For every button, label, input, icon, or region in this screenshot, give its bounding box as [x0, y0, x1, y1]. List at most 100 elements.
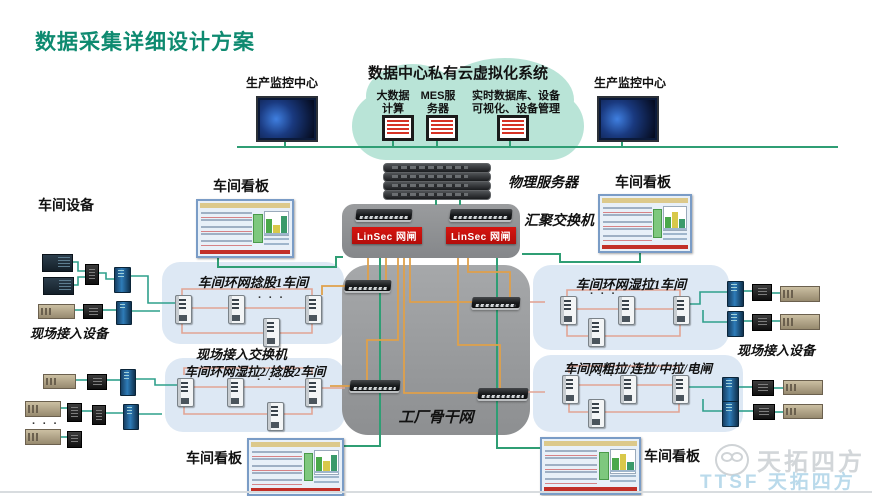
- watermark-subbrand: TTSF 天拓四方: [700, 472, 856, 493]
- watermark-brand: 天拓四方: [757, 449, 865, 476]
- ring-right-1-title: 车间环网湿拉1车间: [575, 277, 687, 292]
- orange-backbone-lines: [321, 258, 511, 394]
- physical-server-icon: [383, 190, 491, 200]
- media-converter-icon: [92, 405, 106, 425]
- backbone-switch-icon: [477, 388, 529, 399]
- kanban-status-bar: [653, 209, 663, 238]
- kanban-status-bar: [303, 453, 314, 481]
- aggregation-switch-label: 汇聚交换机: [524, 214, 594, 229]
- kanban-rows: [201, 212, 252, 247]
- kanban-dashboard-top-left: [196, 199, 294, 258]
- plc-device-icon: [43, 277, 74, 295]
- din-switch-icon: [620, 375, 637, 404]
- kanban-rows: [252, 451, 303, 485]
- media-converter-icon: [752, 314, 772, 331]
- media-converter-icon: [67, 403, 82, 422]
- ellipsis-ring: · · ·: [590, 288, 618, 300]
- kanban-bar-chart: [263, 211, 289, 237]
- kanban-footer: [200, 250, 290, 254]
- fiber-switch-icon: [120, 369, 136, 396]
- kanban-top-right-label: 车间看板: [615, 174, 671, 190]
- workshop-equipment-label: 车间设备: [38, 197, 94, 213]
- kanban-header: [544, 441, 637, 446]
- ellipsis-ring: · · ·: [257, 374, 285, 386]
- aggregation-switch-icon: [449, 209, 513, 220]
- kanban-dashboard-bottom-left: [247, 438, 344, 496]
- private-cloud-shape: [352, 58, 584, 160]
- monitor-screen-right: [597, 96, 659, 142]
- factory-backbone-box: [342, 265, 530, 435]
- din-switch-icon: [227, 378, 244, 407]
- kanban-bar-chart: [609, 449, 636, 474]
- linsec-gateway-left: LinSec 网闸: [352, 227, 422, 244]
- teal-device-lines: [59, 261, 783, 438]
- din-switch-icon: [263, 318, 280, 347]
- field-devices-left-label: 现场接入设备: [30, 326, 109, 341]
- bottom-divider: [0, 491, 872, 493]
- backbone-switch-icon: [349, 380, 401, 391]
- din-switch-icon: [177, 378, 194, 407]
- cloud-item-bigdata: 大数据计算: [376, 90, 410, 115]
- media-converter-icon: [67, 431, 82, 448]
- plc-device-icon: [783, 404, 823, 419]
- kanban-status-bar: [253, 214, 263, 243]
- ellipsis-ring: · · ·: [588, 370, 616, 382]
- din-switch-icon: [560, 296, 577, 325]
- plc-device-icon: [25, 401, 61, 417]
- fiber-switch-icon: [722, 401, 739, 427]
- media-converter-icon: [87, 374, 107, 390]
- ellipsis-ring: · · ·: [258, 292, 286, 304]
- din-switch-icon: [228, 295, 245, 324]
- plc-device-icon: [42, 254, 73, 272]
- din-switch-icon: [588, 399, 605, 428]
- ring-right-2-title: 车间网粗拉/连拉/中拉/电闸: [564, 362, 712, 376]
- din-switch-icon: [175, 295, 192, 324]
- kanban-bottom-left-label: 车间看板: [186, 450, 242, 466]
- din-switch-icon: [305, 378, 322, 407]
- plc-device-icon: [38, 304, 75, 319]
- cloud-server-icon: [426, 115, 458, 141]
- kanban-bar-chart: [662, 206, 687, 232]
- din-switch-icon: [562, 375, 579, 404]
- field-devices-right-label: 现场接入设备: [737, 343, 816, 358]
- plc-device-icon: [25, 429, 61, 445]
- kanban-dashboard-top-right: [598, 194, 692, 253]
- kanban-bottom-right-label: 车间看板: [644, 448, 700, 464]
- plc-device-icon: [783, 380, 823, 395]
- kanban-legend: [662, 227, 687, 242]
- kanban-rows: [545, 450, 598, 484]
- kanban-rows: [603, 207, 652, 242]
- kanban-header: [602, 198, 688, 203]
- media-converter-icon: [752, 380, 774, 396]
- kanban-status-bar: [599, 452, 609, 480]
- kanban-footer: [251, 488, 340, 492]
- cloud-header: 数据中心私有云虚拟化系统: [368, 65, 549, 82]
- monitor-screen-left: [256, 96, 318, 142]
- ring-left-2-title: 车间环网湿拉2/捻股2车间: [184, 365, 326, 379]
- plc-device-icon: [780, 314, 820, 330]
- kanban-legend: [263, 232, 289, 247]
- din-switch-icon: [267, 402, 284, 431]
- din-switch-icon: [618, 296, 635, 325]
- kanban-header: [200, 203, 290, 208]
- plc-device-icon: [780, 286, 820, 302]
- plc-device-icon: [43, 374, 76, 389]
- ellipsis-devices: · · ·: [32, 418, 60, 430]
- field-access-switch-label: 现场接入交换机: [196, 347, 288, 362]
- cloud-item-rtdb: 实时数据库、设备可视化、设备管理: [472, 90, 560, 115]
- kanban-footer: [602, 245, 688, 249]
- din-switch-icon: [672, 375, 689, 404]
- din-switch-icon: [588, 318, 605, 347]
- kanban-legend: [609, 469, 636, 484]
- fiber-switch-icon: [123, 404, 139, 430]
- aggregation-switch-icon: [355, 209, 413, 220]
- ring-left-1-title: 车间环网捻股1车间: [197, 275, 309, 290]
- cloud-server-icon: [497, 115, 529, 141]
- production-monitor-left-label: 生产监控中心: [246, 76, 319, 90]
- fiber-switch-icon: [116, 301, 132, 325]
- din-switch-icon: [305, 295, 322, 324]
- kanban-top-left-label: 车间看板: [213, 178, 269, 194]
- fiber-switch-icon: [114, 267, 131, 293]
- kanban-dashboard-bottom-right: [540, 437, 641, 495]
